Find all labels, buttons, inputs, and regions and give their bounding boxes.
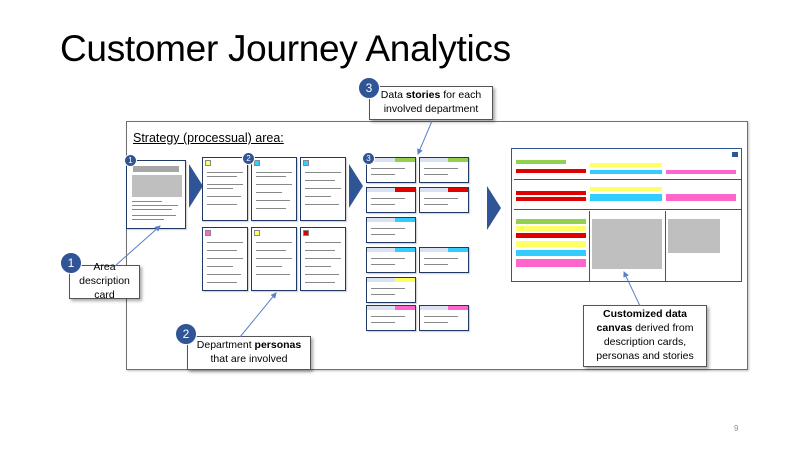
slide-title: Customer Journey Analytics: [60, 28, 511, 69]
persona-card: [202, 227, 248, 291]
callout-canvas-line2: canvas derived from: [596, 322, 694, 335]
story-card: [419, 247, 469, 273]
callout-stories: Data stories for each involved departmen…: [369, 86, 493, 120]
step-badge-2-small: 2: [242, 152, 255, 165]
persona-card: [251, 227, 297, 291]
story-card: [419, 305, 469, 331]
story-card: [366, 187, 416, 213]
chevron-right-icon: [349, 164, 363, 208]
callout-canvas-line3: description cards,: [603, 336, 687, 348]
story-card: [366, 157, 416, 183]
story-card: [419, 157, 469, 183]
arrow-canvas: [623, 271, 641, 307]
step-badge-3: 3: [358, 77, 380, 99]
step-badge-2: 2: [175, 323, 197, 345]
data-canvas: [511, 148, 742, 282]
persona-card: [202, 157, 248, 221]
callout-stories-line1: Data stories for each: [380, 89, 482, 102]
callout-area-line2: card: [94, 288, 115, 301]
step-badge-1-small: 1: [124, 154, 137, 167]
callout-canvas-line4: personas and stories: [596, 349, 694, 362]
arrow-stories: [417, 120, 433, 155]
callout-personas: Department personas that are involved: [187, 336, 311, 370]
arrow-area-card: [114, 225, 161, 267]
area-label: Strategy (processual) area:: [133, 131, 284, 145]
chevron-right-icon: [487, 186, 501, 230]
persona-card: [251, 157, 297, 221]
callout-stories-line2: involved department: [383, 103, 479, 115]
story-card: [366, 277, 416, 303]
area-description-card: [126, 160, 186, 229]
persona-card: [300, 157, 346, 221]
callout-area-line1: Area description: [79, 261, 130, 288]
callout-personas-line2: that are involved: [210, 353, 288, 365]
story-card: [419, 187, 469, 213]
callout-personas-line1: Department personas: [196, 339, 302, 352]
story-card: [366, 247, 416, 273]
persona-card: [300, 227, 346, 291]
callout-canvas-line1: Customized data: [602, 308, 687, 321]
arrow-personas: [239, 292, 277, 338]
story-card: [366, 305, 416, 331]
story-card: [366, 217, 416, 243]
page-number: 9: [734, 424, 739, 433]
step-badge-1: 1: [60, 252, 82, 274]
step-badge-3-small: 3: [362, 152, 375, 165]
callout-canvas: Customized data canvas derived from desc…: [583, 305, 707, 367]
callout-area-description: Area description card: [69, 261, 140, 301]
chevron-right-icon: [189, 164, 203, 208]
